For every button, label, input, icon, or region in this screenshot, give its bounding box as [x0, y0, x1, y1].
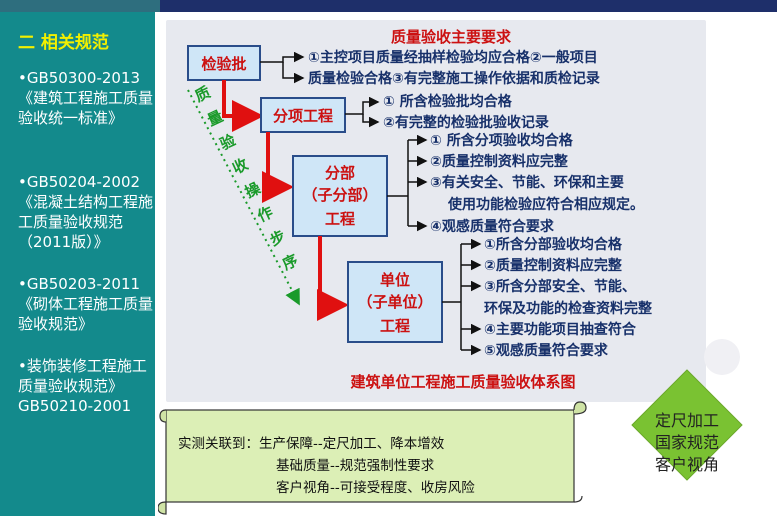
side-label-char: 收	[230, 155, 251, 178]
scroll-line-1: 实测关联到：生产保障--定尺加工、降本增效	[178, 436, 445, 452]
side-label-char: 量	[205, 107, 226, 130]
box-division-label-2: （子分部）	[302, 186, 377, 204]
box-sub-item-label: 分项工程	[273, 107, 333, 125]
connector-2a	[345, 96, 380, 115]
step-arrow	[187, 89, 300, 306]
scroll-line-3: 客户视角--可接受程度、收房风险	[276, 480, 475, 496]
box-division	[292, 155, 388, 237]
sidebar-item-gb50203: •GB50203-2011《砌体工程施工质量验收规范》	[18, 275, 154, 333]
scroll-line-2: 基础质量--规范强制性要求	[276, 458, 435, 474]
box-unit-label-3: 工程	[380, 317, 410, 335]
sidebar: 二 相关规范 •GB50300-2013《建筑工程施工质量验收统一标准》 •GB…	[0, 12, 155, 516]
diagram-caption: 建筑单位工程施工质量验收体系图	[350, 373, 575, 391]
box-inspection-lot-label: 检验批	[201, 55, 246, 73]
badge-line-3: 客户视角	[654, 455, 719, 474]
level4-item-1: ①所含分部验收均合格	[484, 236, 623, 253]
box-unit-label-2: （子单位）	[357, 293, 432, 311]
level3-item-5: ④观感质量符合要求	[430, 218, 555, 235]
level4-item-6: ⑤观感质量符合要求	[484, 342, 609, 359]
badge-text: 定尺加工 国家规范 客户视角	[637, 410, 737, 476]
level4-item-4: 环保及功能的检查资料完整	[484, 300, 653, 317]
box-unit-label-1: 单位	[380, 271, 410, 289]
flow-arrow-2	[262, 132, 294, 203]
side-label-char: 序	[280, 251, 301, 274]
sidebar-item-gb50210: •装饰装修工程施工质量验收规范》GB50210-2001	[18, 357, 147, 415]
level3-item-4: 使用功能检验应符合相应规定。	[447, 196, 644, 213]
flow-arrow-1	[222, 80, 264, 132]
side-label-char: 步	[267, 227, 288, 250]
level3-item-2: ②质量控制资料应完整	[430, 153, 569, 170]
box-division-label-1: 分部	[325, 164, 355, 182]
badge-line-1: 定尺加工	[654, 411, 719, 430]
badge-diamond	[631, 369, 743, 481]
level1-item-1: ①主控项目质量经抽样检验均应合格②一般项目	[308, 49, 598, 66]
sidebar-item-gb50204: •GB50204-2002《混凝土结构工程施工质量验收规范（2011版）》	[18, 173, 154, 251]
connector-1a	[260, 51, 305, 63]
level4-item-2: ②质量控制资料应完整	[484, 257, 623, 274]
side-label-char: 作	[255, 203, 276, 226]
badge-line-2: 国家规范	[654, 433, 719, 452]
watermark-logo	[704, 339, 740, 375]
level3-item-3: ③有关安全、节能、环保和主要	[430, 174, 624, 191]
top-bar-accent	[0, 0, 160, 12]
sidebar-title: 二 相关规范	[18, 33, 109, 53]
flow-arrow-3	[317, 236, 349, 321]
side-label-char: 操	[242, 179, 264, 202]
sidebar-item-gb50300: •GB50300-2013《建筑工程施工质量验收统一标准》	[18, 69, 154, 127]
level3-item-1: ① 所含分项验收均合格	[430, 132, 574, 149]
main-area: 质量验收主要要求 质量验收操作步序 检验批 ①主控项目质量经抽样检验均应合格②一…	[158, 12, 777, 516]
scroll-banner	[158, 401, 587, 515]
level4-item-5: ④主要功能项目抽查符合	[484, 321, 637, 338]
side-label-char: 验	[217, 131, 239, 154]
level2-item-1: ① 所含检验批均合格	[383, 93, 513, 110]
level1-item-2: 质量检验合格③有完整施工操作依据和质检记录	[308, 70, 600, 87]
connector-2b	[362, 114, 380, 128]
box-sub-item	[260, 97, 346, 133]
level2-item-2: ②有完整的检验批验收记录	[383, 114, 549, 131]
side-label-char: 质	[192, 83, 213, 106]
connector-1b	[282, 62, 305, 84]
box-unit	[347, 261, 443, 343]
box-division-label-3: 工程	[325, 210, 355, 228]
diagram-heading: 质量验收主要要求	[391, 28, 512, 46]
top-bar	[0, 0, 777, 12]
level4-item-3: ③所含分部安全、节能、	[484, 278, 636, 295]
